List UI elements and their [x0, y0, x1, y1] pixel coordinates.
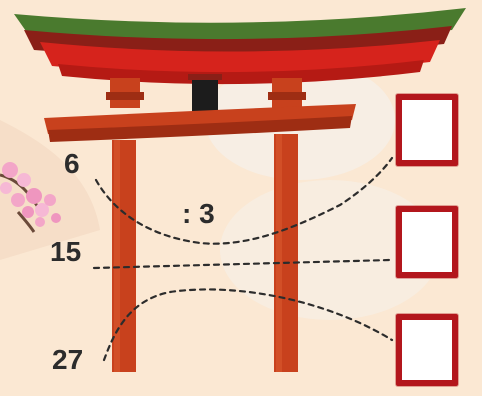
- answer-box-3[interactable]: [396, 314, 458, 386]
- divisor-label: : 3: [182, 200, 215, 228]
- answer-box-1[interactable]: [396, 94, 458, 166]
- answer-box-2[interactable]: [396, 206, 458, 278]
- input-number-27: 27: [52, 346, 83, 374]
- input-number-15: 15: [50, 238, 81, 266]
- input-number-6: 6: [64, 150, 80, 178]
